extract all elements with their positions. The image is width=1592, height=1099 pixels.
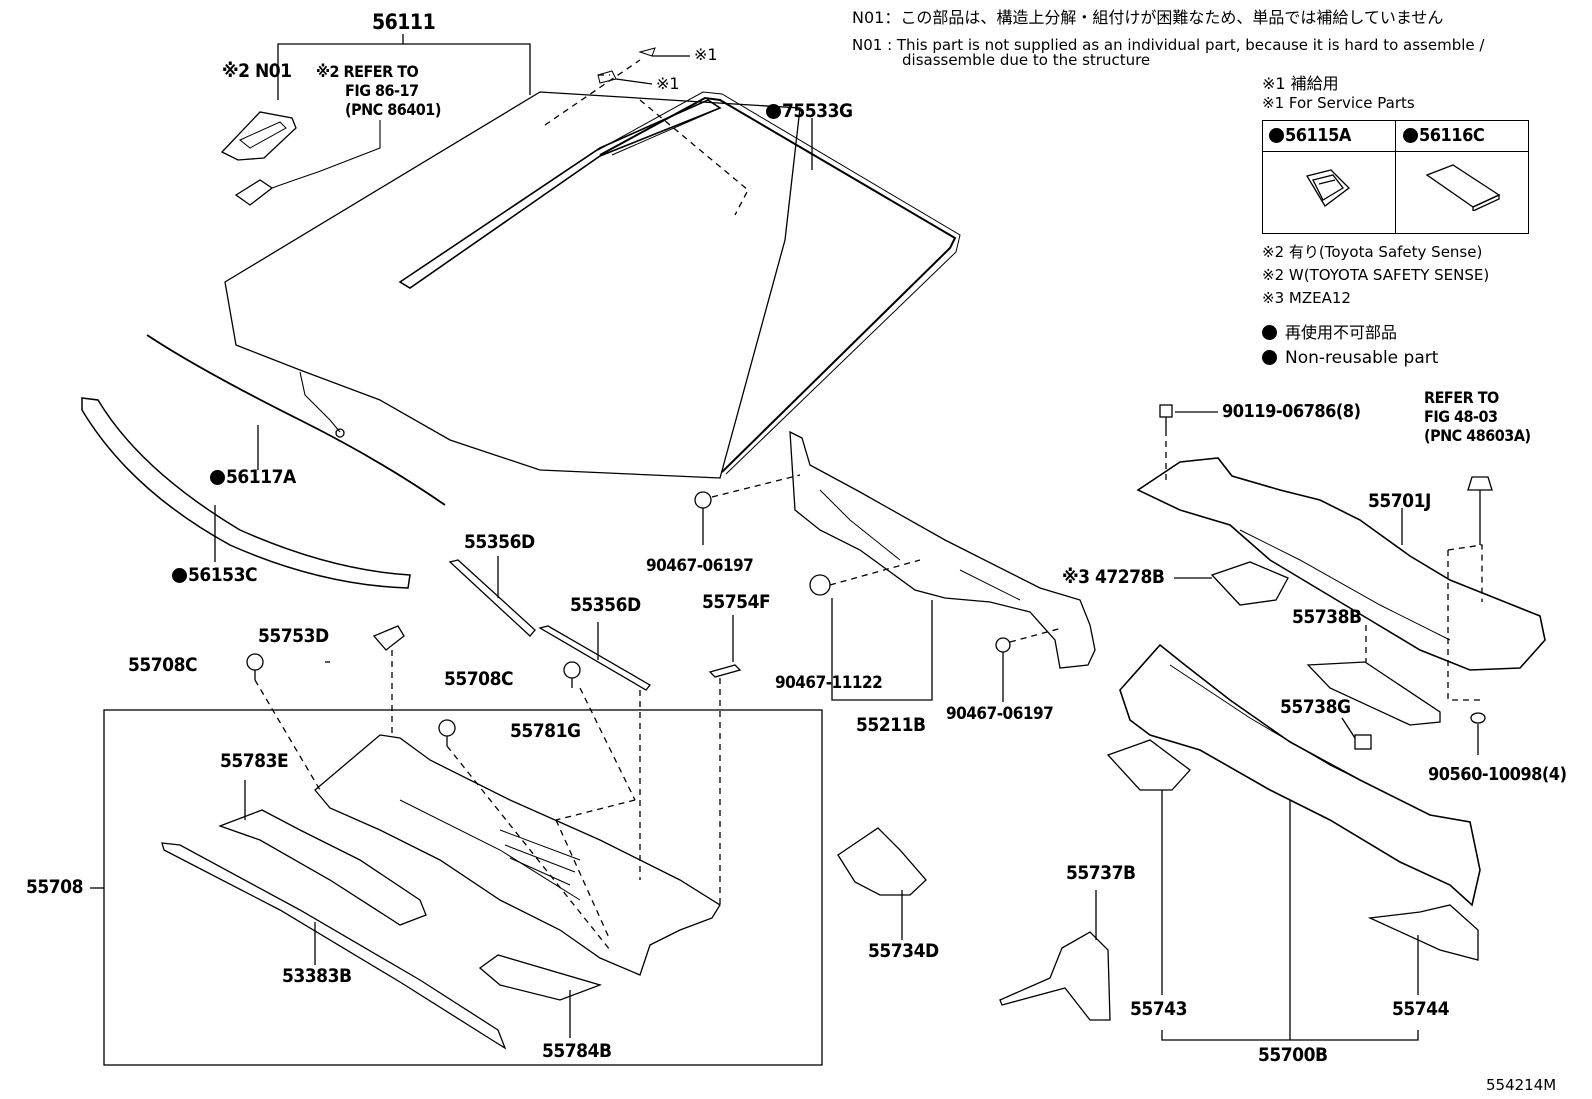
label-55753d: 55753D: [258, 625, 329, 647]
label-refer-a-1: ※2 REFER TO: [316, 62, 419, 81]
cowl-panel-55708: [314, 734, 721, 976]
note-n01-jp: N01：この部品は、構造上分解・組付けが困難なため、単品では補給していません: [852, 8, 1444, 27]
note-n01-en-1: N01 : This part is not supplied as an in…: [852, 36, 1485, 54]
note-s1-en: ※1 For Service Parts: [1262, 94, 1415, 112]
label-55356d-b: 55356D: [570, 594, 641, 616]
label-56153c: 56153C: [172, 566, 258, 585]
label-90467-06197-a: 90467-06197: [646, 556, 754, 576]
label-refer-b-2: FIG 48-03: [1424, 407, 1498, 426]
dam-56153c: [81, 397, 411, 589]
note-n01-en-2: disassemble due to the structure: [902, 51, 1151, 69]
label-55708c-a: 55708C: [128, 654, 198, 676]
label-90119: 90119-06786(8): [1222, 401, 1361, 422]
label-55708c-b: 55708C: [444, 668, 514, 690]
cowl-assembly-55700b: [1119, 643, 1481, 907]
label-refer-a-2: FIG 86-17: [345, 81, 419, 100]
label-55783e: 55783E: [220, 750, 289, 772]
legend-label-left: 56115A: [1269, 127, 1351, 145]
label-55737b: 55737B: [1066, 862, 1136, 884]
label-55743: 55743: [1130, 998, 1187, 1020]
label-n01: ※2 N01: [222, 60, 292, 82]
label-55701j: 55701J: [1368, 490, 1431, 512]
note-nonreuse-jp: 再使用不可部品: [1262, 324, 1397, 342]
camera-bracket: [220, 111, 319, 206]
label-90467-11122: 90467-11122: [775, 673, 883, 693]
windshield-glass: [224, 91, 801, 479]
note-nonreuse-en: Non-reusable part: [1262, 349, 1438, 368]
label-55734d: 55734D: [868, 940, 939, 962]
cowl-top-55211b: [789, 430, 1096, 669]
label-55784b: 55784B: [542, 1040, 612, 1062]
figure-id: 554214M: [1486, 1076, 1557, 1094]
label-75533g: 75533G: [766, 102, 853, 121]
panel-55701j: [1136, 457, 1546, 671]
moulding-75533g: [597, 91, 961, 475]
label-refer-b-3: (PNC 48603A): [1424, 426, 1531, 445]
label-90467-06197-b: 90467-06197: [946, 704, 1054, 724]
label-55754f: 55754F: [702, 591, 771, 613]
label-53383b: 53383B: [282, 965, 352, 987]
label-47278b: ※3 47278B: [1062, 566, 1165, 588]
label-s1-top: ※1: [694, 45, 718, 64]
label-55211b: 55211B: [856, 714, 926, 736]
label-56111: 56111: [372, 10, 436, 34]
note-s1-jp: ※1 補給用: [1262, 74, 1339, 93]
label-55356d-a: 55356D: [464, 531, 535, 553]
pad-56116c-icon: [1425, 164, 1501, 211]
service-parts-legend: 56115A 56116C: [1262, 120, 1529, 234]
label-55708: 55708: [26, 876, 83, 898]
note-s2-en: ※2 W(TOYOTA SAFETY SENSE): [1262, 266, 1490, 284]
label-refer-a-3: (PNC 86401): [345, 100, 441, 119]
note-s3: ※3 MZEA12: [1262, 289, 1351, 307]
service-part-dashes: [544, 59, 749, 216]
label-s1-second: ※1: [656, 74, 680, 93]
label-55700b: 55700B: [1258, 1044, 1328, 1066]
legend-label-right: 56116C: [1403, 127, 1485, 145]
clip-56115a-icon: [1305, 169, 1350, 207]
label-55781g: 55781G: [510, 720, 581, 742]
label-refer-b-1: REFER TO: [1424, 388, 1499, 407]
label-55738g: 55738G: [1280, 696, 1351, 718]
label-55744: 55744: [1392, 998, 1449, 1020]
note-s2-jp: ※2 有り(Toyota Safety Sense): [1262, 243, 1483, 261]
label-90560: 90560-10098(4): [1428, 764, 1567, 785]
label-56117a: 56117A: [210, 468, 296, 487]
label-55738b: 55738B: [1292, 606, 1362, 628]
